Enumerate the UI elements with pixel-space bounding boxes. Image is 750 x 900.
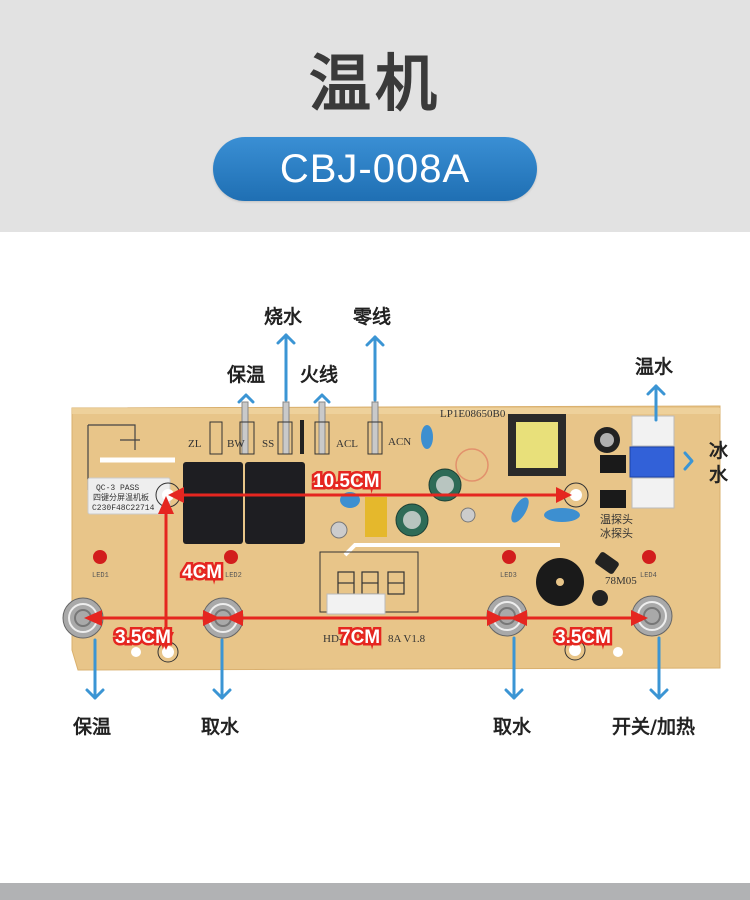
buzzer-hole [556,578,564,586]
label-warm-water: 温水 [635,356,674,378]
arrowhead [203,610,220,626]
capacitor-top [403,511,421,529]
pcb-illustration: ZL BW SS ACL ACN LP1E08650B0 [62,333,721,700]
arrow-down-take-water-right [504,688,524,700]
measure-middle-spacing-label: 7CM [340,627,380,648]
arrowhead [631,610,648,626]
model-number: CBJ-008A [279,147,471,191]
pcb-label-led2: LED2 [225,572,242,580]
header-banner: 温机 CBJ-008A [0,0,750,232]
measure-left-spacing-label: 3.5CM [115,627,171,648]
mounting-hole [131,647,141,657]
pcb-label-led3: LED3 [500,572,517,580]
label-live-wire: 火线 [300,364,339,386]
label-keep-warm-top: 保温 [227,364,266,386]
measure-right-spacing-label: 3.5CM [555,627,611,648]
pcb-diagram: ZL BW SS ACL ACN LP1E08650B0 [0,232,750,883]
x-capacitor [365,497,387,537]
pcb-label-led1: LED1 [92,572,109,580]
arrow-up-live-wire [313,393,331,404]
pcb-label-acl: ACL [336,438,358,450]
pcb-version: 8A V1.8 [388,633,426,645]
y-capacitor [511,497,529,523]
label-switch-heat: 开关/加热 [612,716,695,738]
pcb-label-acn: ACN [388,436,411,448]
arrow-up-boil-water [276,333,296,345]
arrowhead [510,610,527,626]
mounting-hole [162,646,174,658]
arrowhead [168,487,184,503]
label-neutral-wire: 零线 [353,306,392,328]
relay-2 [245,462,305,544]
mounting-hole [613,647,623,657]
sticker-line-2: 四键分屏温机板 [93,492,149,503]
y-capacitor [544,508,580,522]
arrowhead [226,610,243,626]
arrowhead [556,487,572,503]
pointer-arrows [85,333,694,700]
connector-warm-water [631,415,675,447]
label-ice-water-1: 冰 [709,440,729,462]
mounting-hole [569,644,581,656]
measurement-lines [84,487,648,650]
connector-spare [631,477,675,509]
mounting-hole [570,489,582,501]
pcb-label-sensor-warm: 温探头 [600,513,633,526]
sticker-line-3: C230F48C22714 [92,504,155,513]
pcb-label-sensor-ice: 冰探头 [600,527,633,540]
sticker-line-1: QC-3 PASS [96,484,139,493]
spring-keep-warm [62,597,104,639]
arrowhead [487,610,504,626]
transformer-core [516,422,558,468]
terminal-pins [209,401,383,455]
capacitor [330,521,348,539]
label-ice-water-2: 水 [709,464,729,486]
pcb-label-led4: LED4 [640,572,657,580]
mounting-hole [564,639,586,661]
voltage-regulator [595,552,619,574]
connector-cn [326,593,386,615]
label-keep-warm-bottom: 保温 [73,716,112,738]
pcb-label-regulator: 78M05 [605,575,637,587]
y-capacitor [421,425,433,449]
arrow-right-ice-water [683,451,694,471]
footer-bar [0,883,750,900]
transistor [600,455,626,473]
arrow-up-keep-warm [237,393,255,404]
measure-height-label: 4CM [182,562,222,583]
arrowhead [84,610,102,626]
page-title: 温机 [308,47,441,120]
capacitor [460,507,476,523]
label-take-water-left: 取水 [201,716,240,738]
arrow-down-keep-warm [85,688,105,700]
pcb-edge [72,408,720,414]
relay-1 [183,462,243,544]
pcb-label-bw: BW [227,438,245,450]
pcb-part-number: LP1E08650B0 [440,408,506,420]
capacitor-top [436,476,454,494]
model-badge: CBJ-008A [213,137,537,201]
arrow-up-warm-water [646,384,666,396]
label-boil-water: 烧水 [264,306,303,328]
arrow-up-neutral-wire [365,335,385,347]
qc-stamp [455,448,489,482]
arrow-down-take-water-left [212,688,232,700]
pcb-label-ss: SS [262,438,274,450]
spring-contacts [62,595,673,639]
arrow-down-switch-heat [649,688,669,700]
led-4 [642,550,656,564]
led-3 [502,550,516,564]
capacitor [592,590,608,606]
measure-width-label: 10.5CM [313,471,380,492]
capacitor-top [600,433,614,447]
connector-ice-water [629,446,675,478]
arrowhead [158,496,174,514]
pcb-model-prefix: HD- [323,633,343,645]
led-1 [93,550,107,564]
pcb-label-zl: ZL [188,438,202,450]
label-take-water-right: 取水 [493,716,532,738]
transistor [600,490,626,508]
led-2 [224,550,238,564]
arrowhead [158,632,174,650]
